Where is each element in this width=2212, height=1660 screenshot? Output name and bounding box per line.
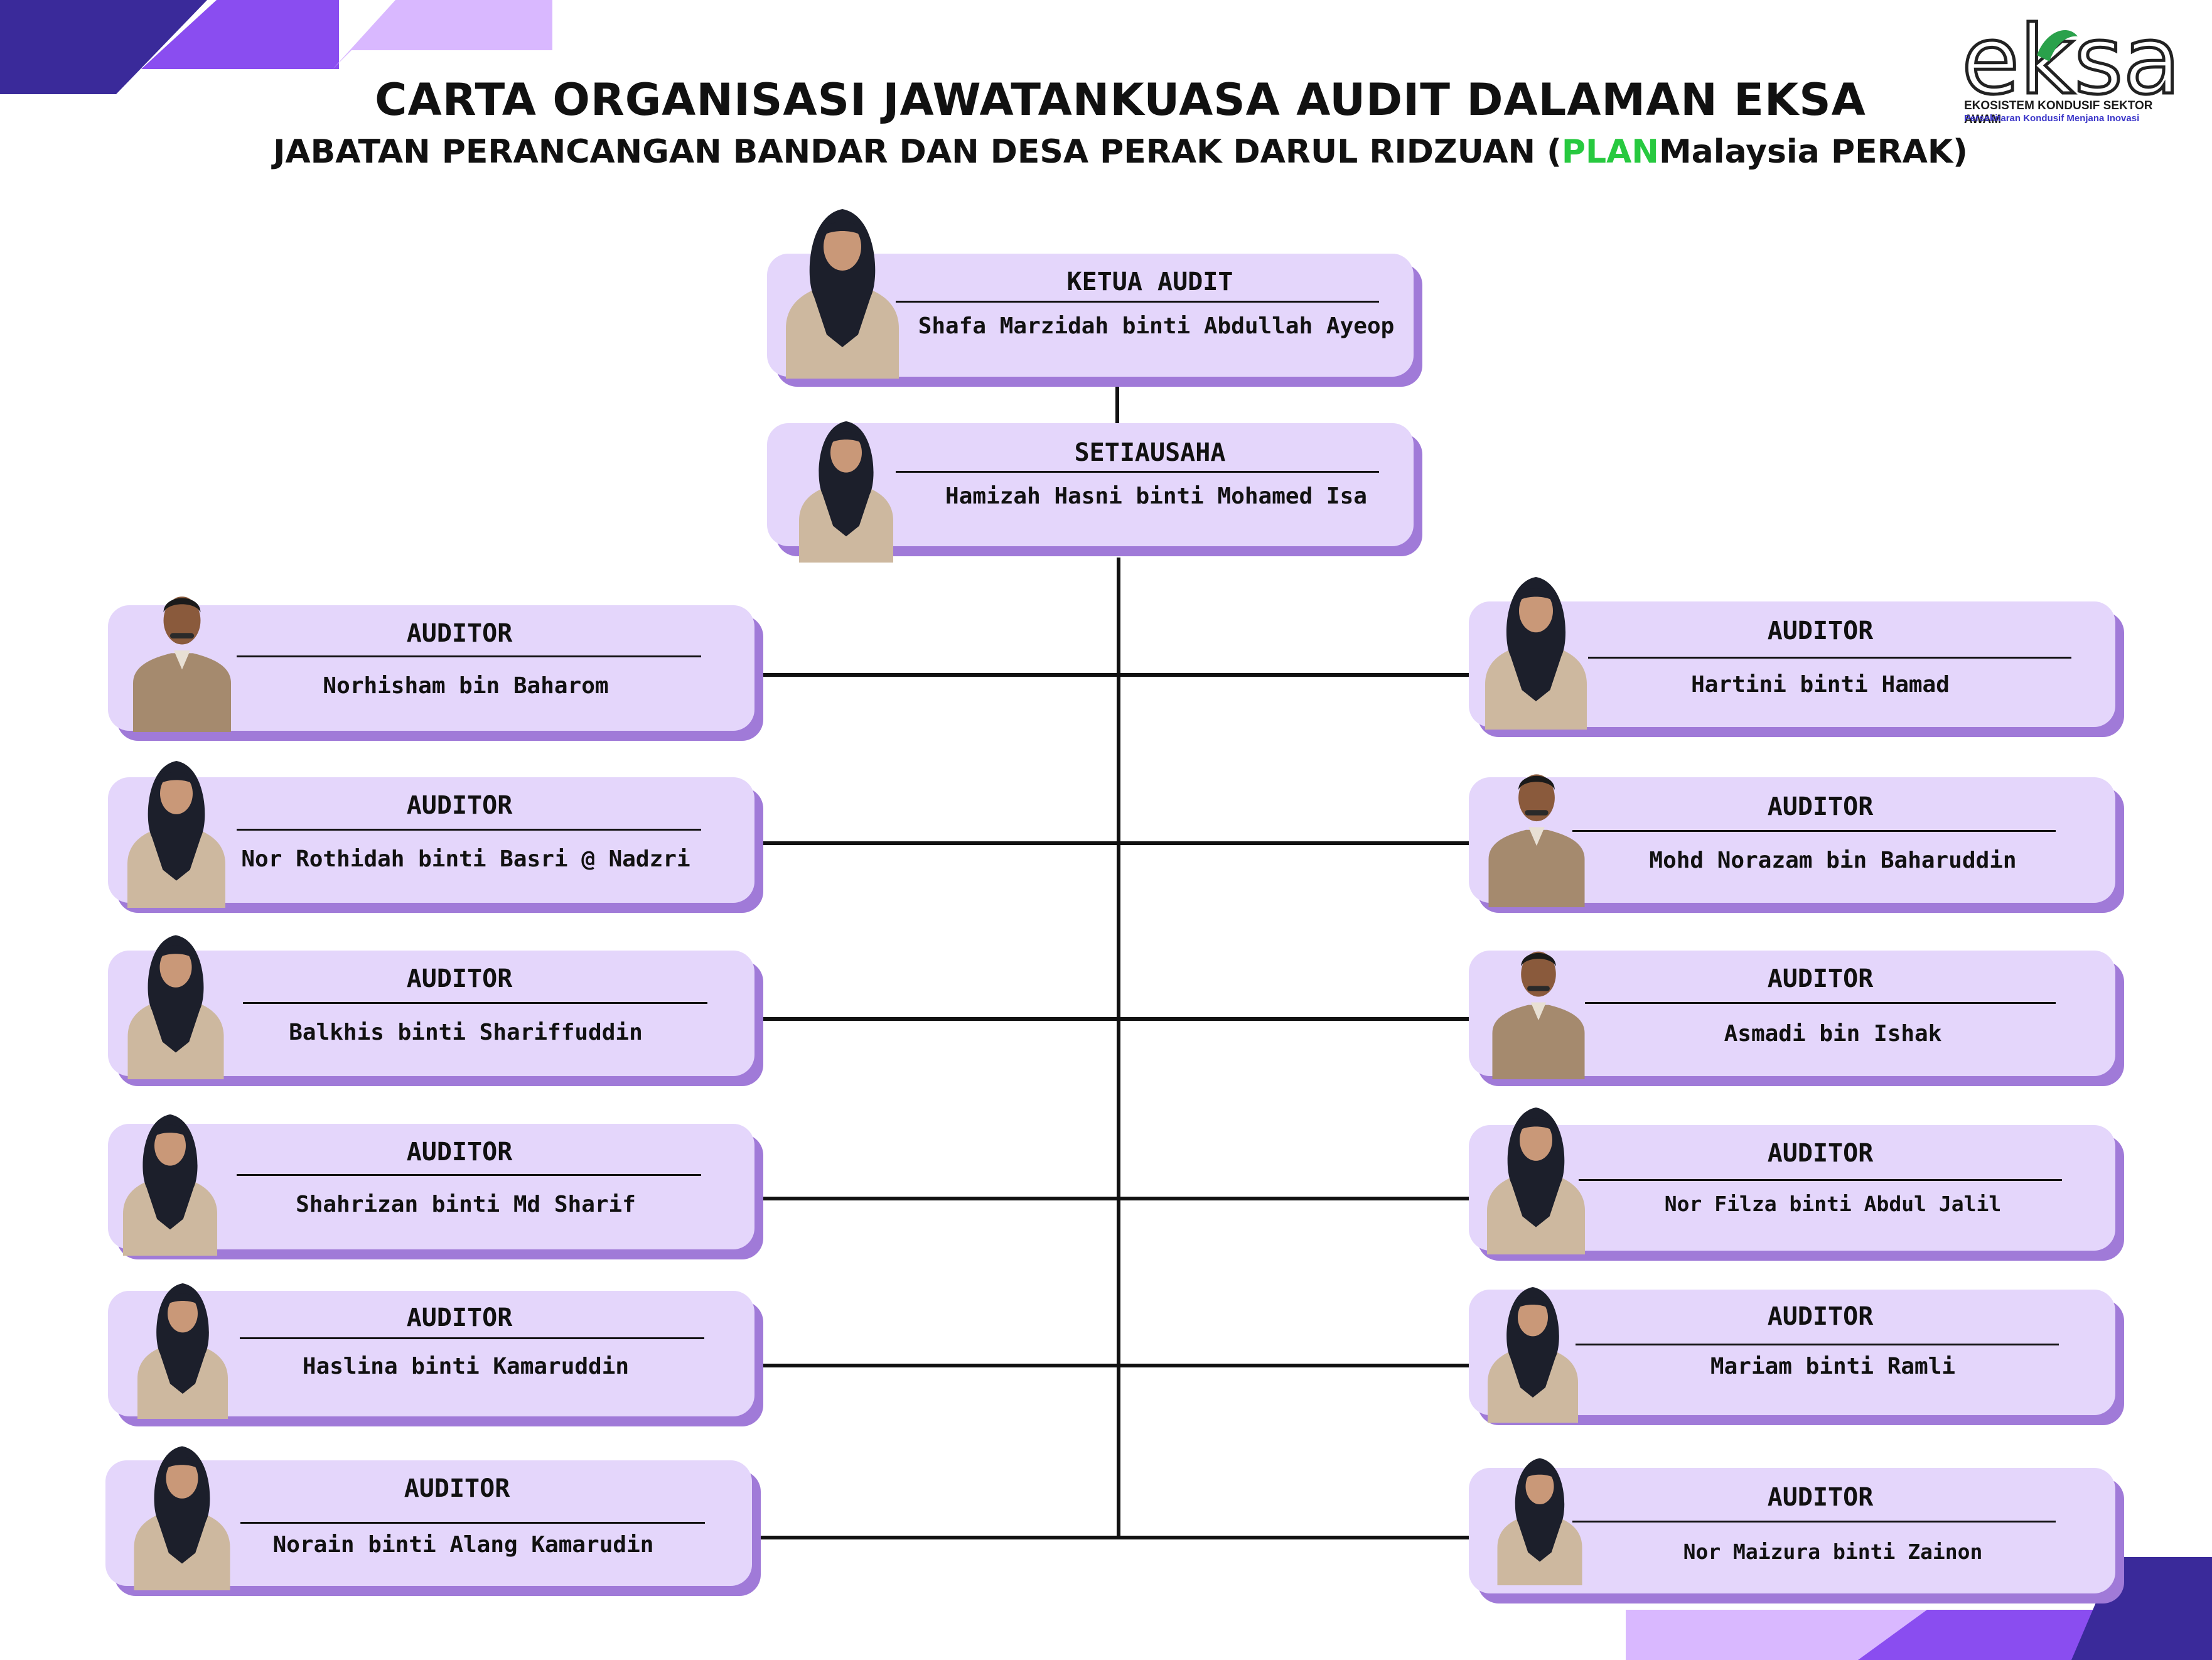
role-label: AUDITOR bbox=[404, 1474, 510, 1503]
portrait-hartini bbox=[1485, 577, 1587, 730]
divider bbox=[237, 1174, 701, 1176]
plan-highlight: PLAN bbox=[1561, 133, 1659, 171]
member-name: Nor Rothidah binti Basri @ Nadzri bbox=[241, 846, 690, 872]
page-subtitle: JABATAN PERANCANGAN BANDAR DAN DESA PERA… bbox=[273, 133, 1968, 171]
portrait-setiausaha bbox=[799, 421, 893, 563]
divider bbox=[240, 1337, 704, 1339]
member-name: Norain binti Alang Kamarudin bbox=[272, 1532, 654, 1558]
role-label: AUDITOR bbox=[1767, 1139, 1874, 1168]
divider bbox=[1588, 657, 2071, 659]
member-name: Hamizah Hasni binti Mohamed Isa bbox=[945, 483, 1367, 509]
connector-branch-6 bbox=[760, 1536, 1469, 1539]
page-title: CARTA ORGANISASI JAWATANKUASA AUDIT DALA… bbox=[375, 74, 1866, 126]
card-auditor-right-5: AUDITOR Mariam binti Ramli bbox=[1469, 1290, 2124, 1425]
portrait-nor-rothidah bbox=[127, 761, 225, 908]
connector-ketua-setiausaha bbox=[1115, 384, 1119, 423]
role-label: AUDITOR bbox=[1767, 792, 1874, 821]
portrait-nor-maizura bbox=[1497, 1458, 1582, 1585]
member-name: Hartini binti Hamad bbox=[1691, 672, 1950, 698]
portrait-norhisham bbox=[133, 596, 231, 732]
member-name: Nor Maizura binti Zainon bbox=[1683, 1539, 1983, 1564]
portrait-balkhis bbox=[127, 935, 224, 1079]
divider bbox=[243, 1002, 707, 1004]
member-name: Mohd Norazam bin Baharuddin bbox=[1649, 848, 2017, 873]
member-name: Balkhis binti Shariffuddin bbox=[289, 1020, 643, 1045]
portrait-ketua-audit bbox=[786, 209, 899, 379]
connector-branch-1 bbox=[760, 673, 1469, 677]
divider bbox=[896, 471, 1379, 473]
role-label: AUDITOR bbox=[406, 964, 513, 993]
role-label: AUDITOR bbox=[406, 791, 513, 820]
portrait-shahrizan bbox=[123, 1114, 217, 1256]
role-label: AUDITOR bbox=[406, 619, 513, 648]
member-name: Asmadi bin Ishak bbox=[1724, 1021, 1942, 1047]
member-name: Haslina binti Kamaruddin bbox=[302, 1354, 630, 1379]
divider bbox=[1572, 1521, 2056, 1523]
connector-branch-2 bbox=[760, 841, 1469, 845]
divider bbox=[237, 655, 701, 657]
portrait-mariam bbox=[1488, 1287, 1578, 1423]
member-name: Mariam binti Ramli bbox=[1710, 1354, 1956, 1379]
connector-branch-3 bbox=[760, 1017, 1469, 1021]
divider bbox=[1585, 1002, 2056, 1004]
role-label: AUDITOR bbox=[1767, 1302, 1874, 1331]
card-auditor-right-4: AUDITOR Nor Filza binti Abdul Jalil bbox=[1469, 1125, 2124, 1261]
role-label: SETIAUSAHA bbox=[1074, 438, 1226, 467]
eksa-logo-mark: eksa bbox=[1962, 18, 2178, 99]
member-name: Shafa Marzidah binti Abdullah Ayeop bbox=[918, 313, 1395, 339]
divider bbox=[1572, 830, 2056, 832]
connector-trunk bbox=[1117, 558, 1120, 1539]
connector-branch-5 bbox=[760, 1364, 1469, 1367]
role-label: AUDITOR bbox=[406, 1303, 513, 1332]
divider bbox=[896, 301, 1379, 303]
eksa-logo: eksa EKOSISTEM KONDUSIF SEKTOR AWAM Pers… bbox=[1962, 18, 2178, 126]
portrait-nor-filza bbox=[1487, 1108, 1585, 1254]
logo-motto: Persekitaran Kondusif Menjana Inovasi bbox=[1964, 113, 2140, 124]
member-name: Norhisham bin Baharom bbox=[323, 673, 609, 699]
divider bbox=[1576, 1344, 2059, 1345]
role-label: AUDITOR bbox=[1767, 1483, 1874, 1512]
card-auditor-right-3: AUDITOR Asmadi bin Ishak bbox=[1469, 951, 2124, 1086]
role-label: AUDITOR bbox=[1767, 617, 1874, 645]
portrait-mohd-norazam bbox=[1488, 774, 1585, 907]
portrait-haslina bbox=[137, 1283, 228, 1419]
portrait-asmadi bbox=[1492, 951, 1585, 1079]
corner-decoration-bottom-right bbox=[1626, 1557, 2212, 1660]
divider bbox=[1579, 1179, 2062, 1181]
corner-decoration-top-left bbox=[0, 0, 552, 94]
role-label: AUDITOR bbox=[406, 1138, 513, 1167]
role-label: AUDITOR bbox=[1767, 964, 1874, 993]
logo-tagline: EKOSISTEM KONDUSIF SEKTOR AWAM bbox=[1964, 99, 2153, 126]
role-label: KETUA AUDIT bbox=[1066, 267, 1233, 296]
card-auditor-left-3: AUDITOR Balkhis binti Shariffuddin bbox=[108, 951, 763, 1086]
member-name: Nor Filza binti Abdul Jalil bbox=[1664, 1192, 2002, 1216]
member-name: Shahrizan binti Md Sharif bbox=[296, 1192, 636, 1217]
divider bbox=[237, 829, 701, 831]
card-setiausaha: SETIAUSAHA Hamizah Hasni binti Mohamed I… bbox=[767, 423, 1422, 556]
divider bbox=[240, 1522, 705, 1524]
connector-branch-4 bbox=[760, 1197, 1469, 1200]
portrait-norain bbox=[134, 1446, 230, 1590]
